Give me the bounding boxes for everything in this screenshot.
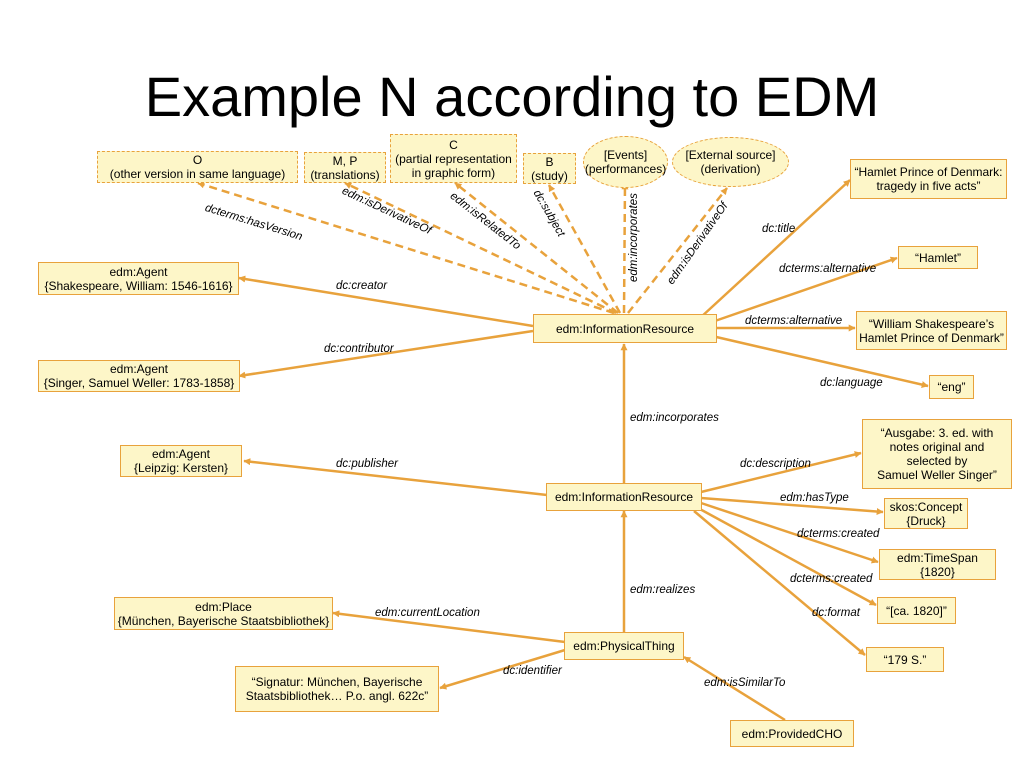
label-publisher: dc:publisher bbox=[336, 458, 399, 470]
edge-alternative-1 bbox=[711, 256, 898, 324]
node-physical-thing: edm:PhysicalThing bbox=[564, 632, 684, 660]
node-mp-translations: M, P (translations) bbox=[304, 152, 386, 183]
edge-format bbox=[693, 510, 866, 656]
edge-created-2 bbox=[697, 506, 877, 607]
label-currentlocation: edm:currentLocation bbox=[375, 607, 480, 619]
node-title-literal: “Hamlet Prince of Denmark: tragedy in fi… bbox=[850, 159, 1007, 199]
node-information-resource-1: edm:InformationResource bbox=[533, 314, 717, 343]
edge-isrelatedto bbox=[454, 182, 619, 314]
node-provided-cho: edm:ProvidedCHO bbox=[730, 720, 854, 747]
edge-isderivativeof-external bbox=[627, 187, 728, 314]
label-creator: dc:creator bbox=[336, 280, 388, 292]
node-179s-literal: “179 S.” bbox=[866, 647, 944, 672]
edge-isderivativeof-translations bbox=[344, 181, 617, 315]
node-agent-leipzig: edm:Agent {Leipzig: Kersten} bbox=[120, 445, 242, 477]
edge-description bbox=[700, 451, 862, 494]
edge-identifier bbox=[439, 648, 566, 690]
edge-hasversion bbox=[197, 181, 615, 315]
node-agent-singer: edm:Agent {Singer, Samuel Weller: 1783-1… bbox=[38, 360, 240, 392]
label-dc-title: dc:title bbox=[762, 223, 796, 235]
node-b-study: B (study) bbox=[523, 153, 576, 184]
label-contributor: dc:contributor bbox=[324, 343, 394, 355]
node-hamlet-literal: “Hamlet” bbox=[898, 246, 978, 269]
label-format: dc:format bbox=[812, 607, 860, 619]
label-issimilarto: edm:isSimilarTo bbox=[704, 677, 786, 689]
edge-publisher bbox=[243, 458, 548, 497]
label-identifier: dc:identifier bbox=[503, 665, 562, 677]
label-created-2: dcterms:created bbox=[790, 573, 873, 585]
node-timespan: edm:TimeSpan {1820} bbox=[879, 549, 996, 580]
edge-currentlocation bbox=[332, 610, 566, 644]
node-signatur: “Signatur: München, Bayerische Staatsbib… bbox=[235, 666, 439, 712]
label-alternative-1: dcterms:alternative bbox=[779, 263, 877, 275]
node-skos-concept: skos:Concept {Druck} bbox=[884, 498, 968, 529]
node-ca1820-literal: “[ca. 1820]” bbox=[877, 597, 956, 624]
node-external-source: [External source] (derivation) bbox=[672, 137, 789, 187]
label-alternative-2: dcterms:alternative bbox=[745, 315, 843, 327]
edge-created-1 bbox=[700, 501, 879, 564]
edge-creator bbox=[238, 275, 534, 328]
slide-title: Example N according to EDM bbox=[144, 65, 880, 128]
edge-language bbox=[711, 334, 929, 388]
node-o-other-version: O (other version in same language) bbox=[97, 151, 298, 183]
node-events-performances: [Events] (performances) bbox=[583, 136, 668, 188]
node-place-munchen: edm:Place {München, Bayerische Staatsbib… bbox=[114, 597, 333, 630]
node-c-partial-representation: C (partial representation in graphic for… bbox=[390, 134, 517, 183]
node-information-resource-2: edm:InformationResource bbox=[546, 483, 702, 511]
edge-incorporates-events bbox=[621, 182, 629, 314]
label-description: dc:description bbox=[740, 458, 811, 470]
label-hastype: edm:hasType bbox=[780, 492, 849, 504]
edge-subject bbox=[547, 184, 622, 314]
edge-title bbox=[699, 179, 851, 319]
edge-hastype bbox=[700, 496, 884, 516]
node-ausgabe-literal: “Ausgabe: 3. ed. with notes original and… bbox=[862, 419, 1012, 489]
label-realizes: edm:realizes bbox=[630, 584, 696, 596]
edge-contributor bbox=[238, 329, 534, 379]
edge-issimilarto bbox=[683, 655, 786, 722]
node-eng-literal: “eng” bbox=[929, 375, 974, 399]
label-incorporates-2: edm:incorporates bbox=[630, 412, 719, 424]
node-agent-shakespeare: edm:Agent {Shakespeare, William: 1546-16… bbox=[38, 262, 239, 295]
label-incorporates-1: edm:incorporates bbox=[628, 193, 640, 282]
label-created-1: dcterms:created bbox=[797, 528, 880, 540]
node-wsh-literal: “William Shakespeare’s Hamlet Prince of … bbox=[856, 311, 1007, 350]
label-language: dc:language bbox=[820, 377, 883, 389]
